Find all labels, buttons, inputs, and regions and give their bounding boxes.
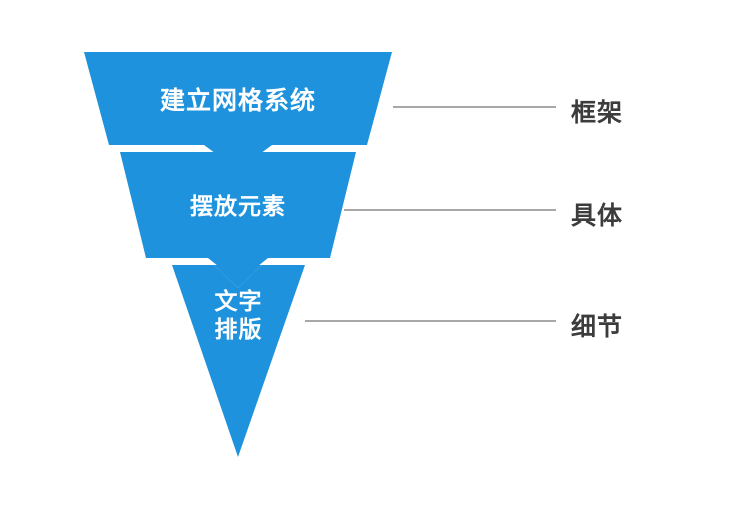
callout-label-2: 具体	[571, 201, 624, 230]
funnel-segment-1-shape[interactable]	[84, 52, 392, 170]
funnel-segment-2-shape[interactable]	[120, 152, 356, 282]
callout-label-1: 框架	[571, 98, 624, 127]
callout-label-3: 细节	[571, 312, 624, 341]
funnel-segment-3-cone	[172, 265, 305, 457]
